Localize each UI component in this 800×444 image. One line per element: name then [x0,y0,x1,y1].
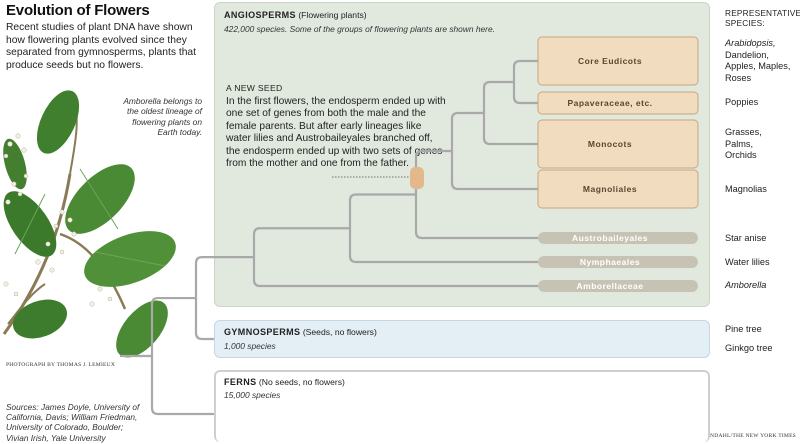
gymnosperms-heading: GYMNOSPERMS (Seeds, no flowers) [224,327,377,337]
sources-note: Sources: James Doyle, University of Cali… [6,402,140,443]
new-seed-body: In the first flowers, the endosperm ende… [226,96,446,170]
angiosperms-name: ANGIOSPERMS [224,10,296,20]
amborella-photo [0,84,212,358]
branch-mesangiosperms [450,111,540,191]
species-line: Apples, Maples, [725,61,791,72]
clade-label: Magnoliales [583,184,637,194]
ferns-desc: (No seeds, no flowers) [258,377,345,387]
page-title: Evolution of Flowers [6,2,150,19]
photo-credit: PHOTOGRAPH BY THOMAS J. LEMIEUX [6,362,116,368]
ferns-count: 15,000 species [224,390,281,400]
clade-label: Amborellaceae [577,281,644,291]
species-entry: Magnolias [725,184,767,196]
species-entry: Water lilies [725,257,770,269]
byline: MIKA GRÖNDAHL/THE NEW YORK TIMES [680,433,796,439]
clade-bars [537,36,699,292]
species-line: Dandelion, [725,49,769,60]
species-line: Poppies [725,97,759,107]
species-entry: Arabidopsis,Dandelion,Apples, Maples,Ros… [725,38,790,84]
branch-nymphaeales [348,193,540,264]
species-line: Grasses, [725,127,762,137]
clade-label: Nymphaeales [580,257,640,267]
tree-branches [120,59,540,416]
branch-austrobaileyales [414,149,540,240]
species-line: Orchids [725,150,757,161]
clade-bar-amborellaceae [538,280,698,292]
endosperm-change-marker [410,167,424,189]
clade-label: Austrobaileyales [572,233,648,243]
species-line: Ginkgo tree [725,343,773,353]
clade-bar-monocots [537,119,699,169]
species-line: Arabidopsis, [725,38,776,48]
species-line: Water lilies [725,257,770,267]
species-entry: Star anise [725,233,766,245]
gymnosperms-count: 1,000 species [224,341,276,351]
species-entry: Grasses,Palms,Orchids [725,127,762,162]
representative-heading: REPRESENTATIVE SPECIES: [725,8,800,28]
clade-bar-nymphaeales [538,256,698,268]
species-line: Roses [725,72,752,83]
species-line: Amborella [725,280,767,290]
branch-gymnosperms [194,256,254,341]
angiosperms-desc: (Flowering plants) [298,10,367,20]
clade-bar-austrobaileyales [538,232,698,244]
species-entry: Amborella [725,280,766,292]
species-entry: Poppies [725,97,758,109]
clade-label: Monocots [588,139,632,149]
ferns-name: FERNS [224,377,257,387]
clade-bar-core-eudicots [537,36,699,86]
intro-text: Recent studies of plant DNA have shown h… [6,22,197,71]
branch-ferns [150,296,214,416]
species-line: Star anise [725,233,767,243]
clade-bar-magnoliales [537,169,699,209]
branch-eudicots-papaveraceae [512,59,540,105]
species-entry: Pine tree [725,324,762,336]
species-line: Palms, [725,138,754,149]
ferns-panel [214,370,710,442]
new-seed-title: A NEW SEED [226,83,283,93]
gymnosperms-name: GYMNOSPERMS [224,327,301,337]
ferns-heading: FERNS (No seeds, no flowers) [224,377,345,387]
angiosperms-count: 422,000 species. Some of the groups of f… [224,24,495,34]
clade-label: Papaveraceae, etc. [567,98,652,108]
photo-caption: Amborella belongs to the oldest lineage … [123,96,202,137]
branch-eudicots-monocots [482,80,540,146]
clade-bar-papaveraceae-etc [537,91,699,115]
species-line: Magnolias [725,184,767,194]
gymnosperms-panel [214,320,710,358]
gymnosperms-desc: (Seeds, no flowers) [302,327,377,337]
clade-label: Core Eudicots [578,56,642,66]
angiosperms-heading: ANGIOSPERMS (Flowering plants) [224,10,367,20]
species-line: Pine tree [725,324,762,334]
species-entry: Ginkgo tree [725,343,773,355]
